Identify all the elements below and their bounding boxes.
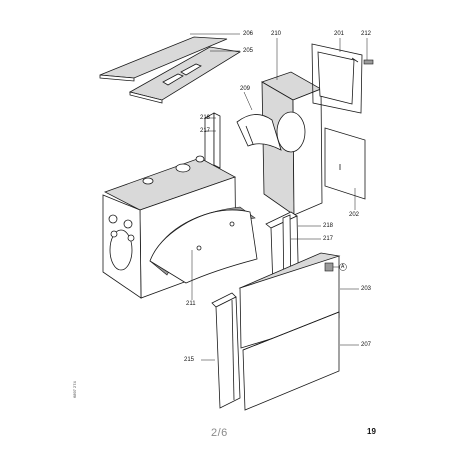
callout-217-upper: 217 xyxy=(200,128,211,134)
callout-203: 203 xyxy=(361,286,372,292)
marker-circle-icon xyxy=(339,263,347,271)
callout-209: 209 xyxy=(240,86,251,92)
callout-207: 207 xyxy=(361,342,372,348)
part-202-plate xyxy=(324,127,366,200)
callout-215: 215 xyxy=(184,357,195,363)
callout-217-lower: 217 xyxy=(323,236,334,242)
part-205-plate xyxy=(128,46,242,104)
part-211-cover xyxy=(149,206,258,284)
part-218-217-rear-uprights xyxy=(204,112,221,171)
part-206-plate xyxy=(99,36,228,82)
callout-206: 206 xyxy=(243,31,254,37)
leader-lines xyxy=(190,33,368,361)
callout-210: 210 xyxy=(271,31,282,37)
part-212-clip xyxy=(363,59,374,65)
part-209-bracket xyxy=(236,114,282,151)
drawing-code: 6897 274 xyxy=(72,381,77,398)
callout-205: 205 xyxy=(243,48,254,54)
callout-218-lower: 218 xyxy=(323,223,334,229)
callout-201: 201 xyxy=(334,31,345,37)
callout-212: 212 xyxy=(361,31,372,37)
part-201-frame xyxy=(311,43,363,114)
marker-letter: A xyxy=(341,264,345,270)
part-207-panel xyxy=(242,311,340,411)
callout-211: 211 xyxy=(186,301,196,307)
page-of-indicator: 2/6 xyxy=(211,427,228,439)
callout-202: 202 xyxy=(349,212,360,218)
callout-218-upper: 218 xyxy=(200,115,211,121)
part-215-post xyxy=(211,292,241,409)
page-number: 19 xyxy=(367,427,376,436)
